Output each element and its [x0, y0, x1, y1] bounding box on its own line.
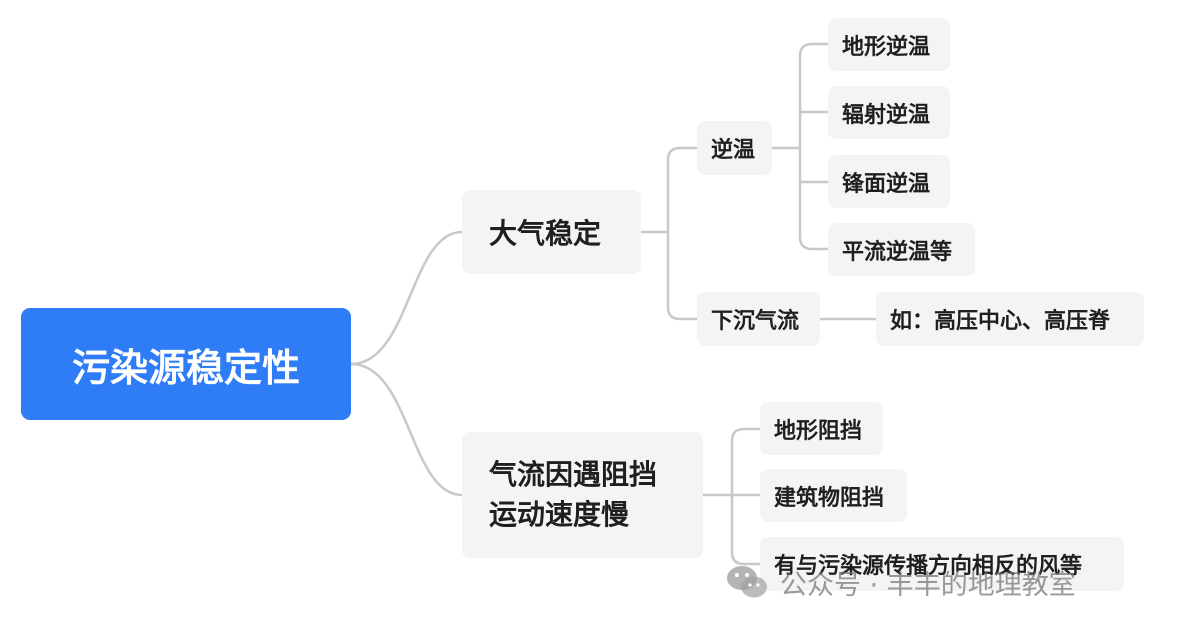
topic-atmospheric-stability[interactable]: 大气稳定 [462, 190, 641, 274]
topic-airflow-obstruction[interactable]: 气流因遇阻挡 运动速度慢 [462, 432, 703, 558]
watermark-text: 公众号 · 丰丰的地理教室 [780, 569, 1076, 601]
topic-inversion[interactable]: 逆温 [697, 121, 772, 175]
topic-terrain-inversion[interactable]: 地形逆温 [828, 18, 950, 71]
connector-root-atmosphere [350, 230, 463, 366]
topic-opposing-wind[interactable]: 有与污染源传播方向相反的风等 [760, 537, 1124, 591]
topic-label: 地形阻挡 [774, 418, 863, 444]
topic-label: 辐射逆温 [842, 102, 931, 128]
watermark: 公众号 · 丰丰的地理教室 [724, 558, 1076, 606]
topic-label: 逆温 [711, 138, 756, 163]
root-topic-pollution-stability[interactable]: 污染源稳定性 [21, 308, 351, 420]
topic-label: 平流逆温等 [842, 239, 953, 265]
topic-label: 如：高压中心、高压脊 [890, 309, 1111, 334]
connector-inversion-children [772, 42, 828, 251]
topic-label-line2: 运动速度慢 [489, 498, 630, 531]
topic-high-pressure-example[interactable]: 如：高压中心、高压脊 [876, 292, 1144, 346]
topic-radiation-inversion[interactable]: 辐射逆温 [828, 86, 950, 139]
topic-subsidence[interactable]: 下沉气流 [697, 292, 820, 346]
wechat-icon [727, 566, 767, 598]
connector-atmosphere-children [641, 146, 697, 321]
topic-label: 有与污染源传播方向相反的风等 [774, 554, 1083, 579]
topic-label: 地形逆温 [842, 34, 931, 60]
connector-root-obstruction [350, 362, 463, 497]
topic-label: 建筑物阻挡 [774, 485, 885, 511]
topic-label: 锋面逆温 [842, 171, 931, 197]
topic-advection-inversion[interactable]: 平流逆温等 [828, 223, 975, 276]
topic-terrain-obstruction[interactable]: 地形阻挡 [760, 402, 883, 455]
topic-frontal-inversion[interactable]: 锋面逆温 [828, 155, 950, 208]
topic-label: 大气稳定 [489, 217, 602, 250]
topic-label-line1: 气流因遇阻挡 [489, 458, 658, 491]
topic-building-obstruction[interactable]: 建筑物阻挡 [760, 469, 907, 522]
connector-obstruction-children [703, 427, 760, 566]
topic-label: 下沉气流 [711, 309, 800, 334]
root-topic-label: 污染源稳定性 [71, 345, 300, 390]
